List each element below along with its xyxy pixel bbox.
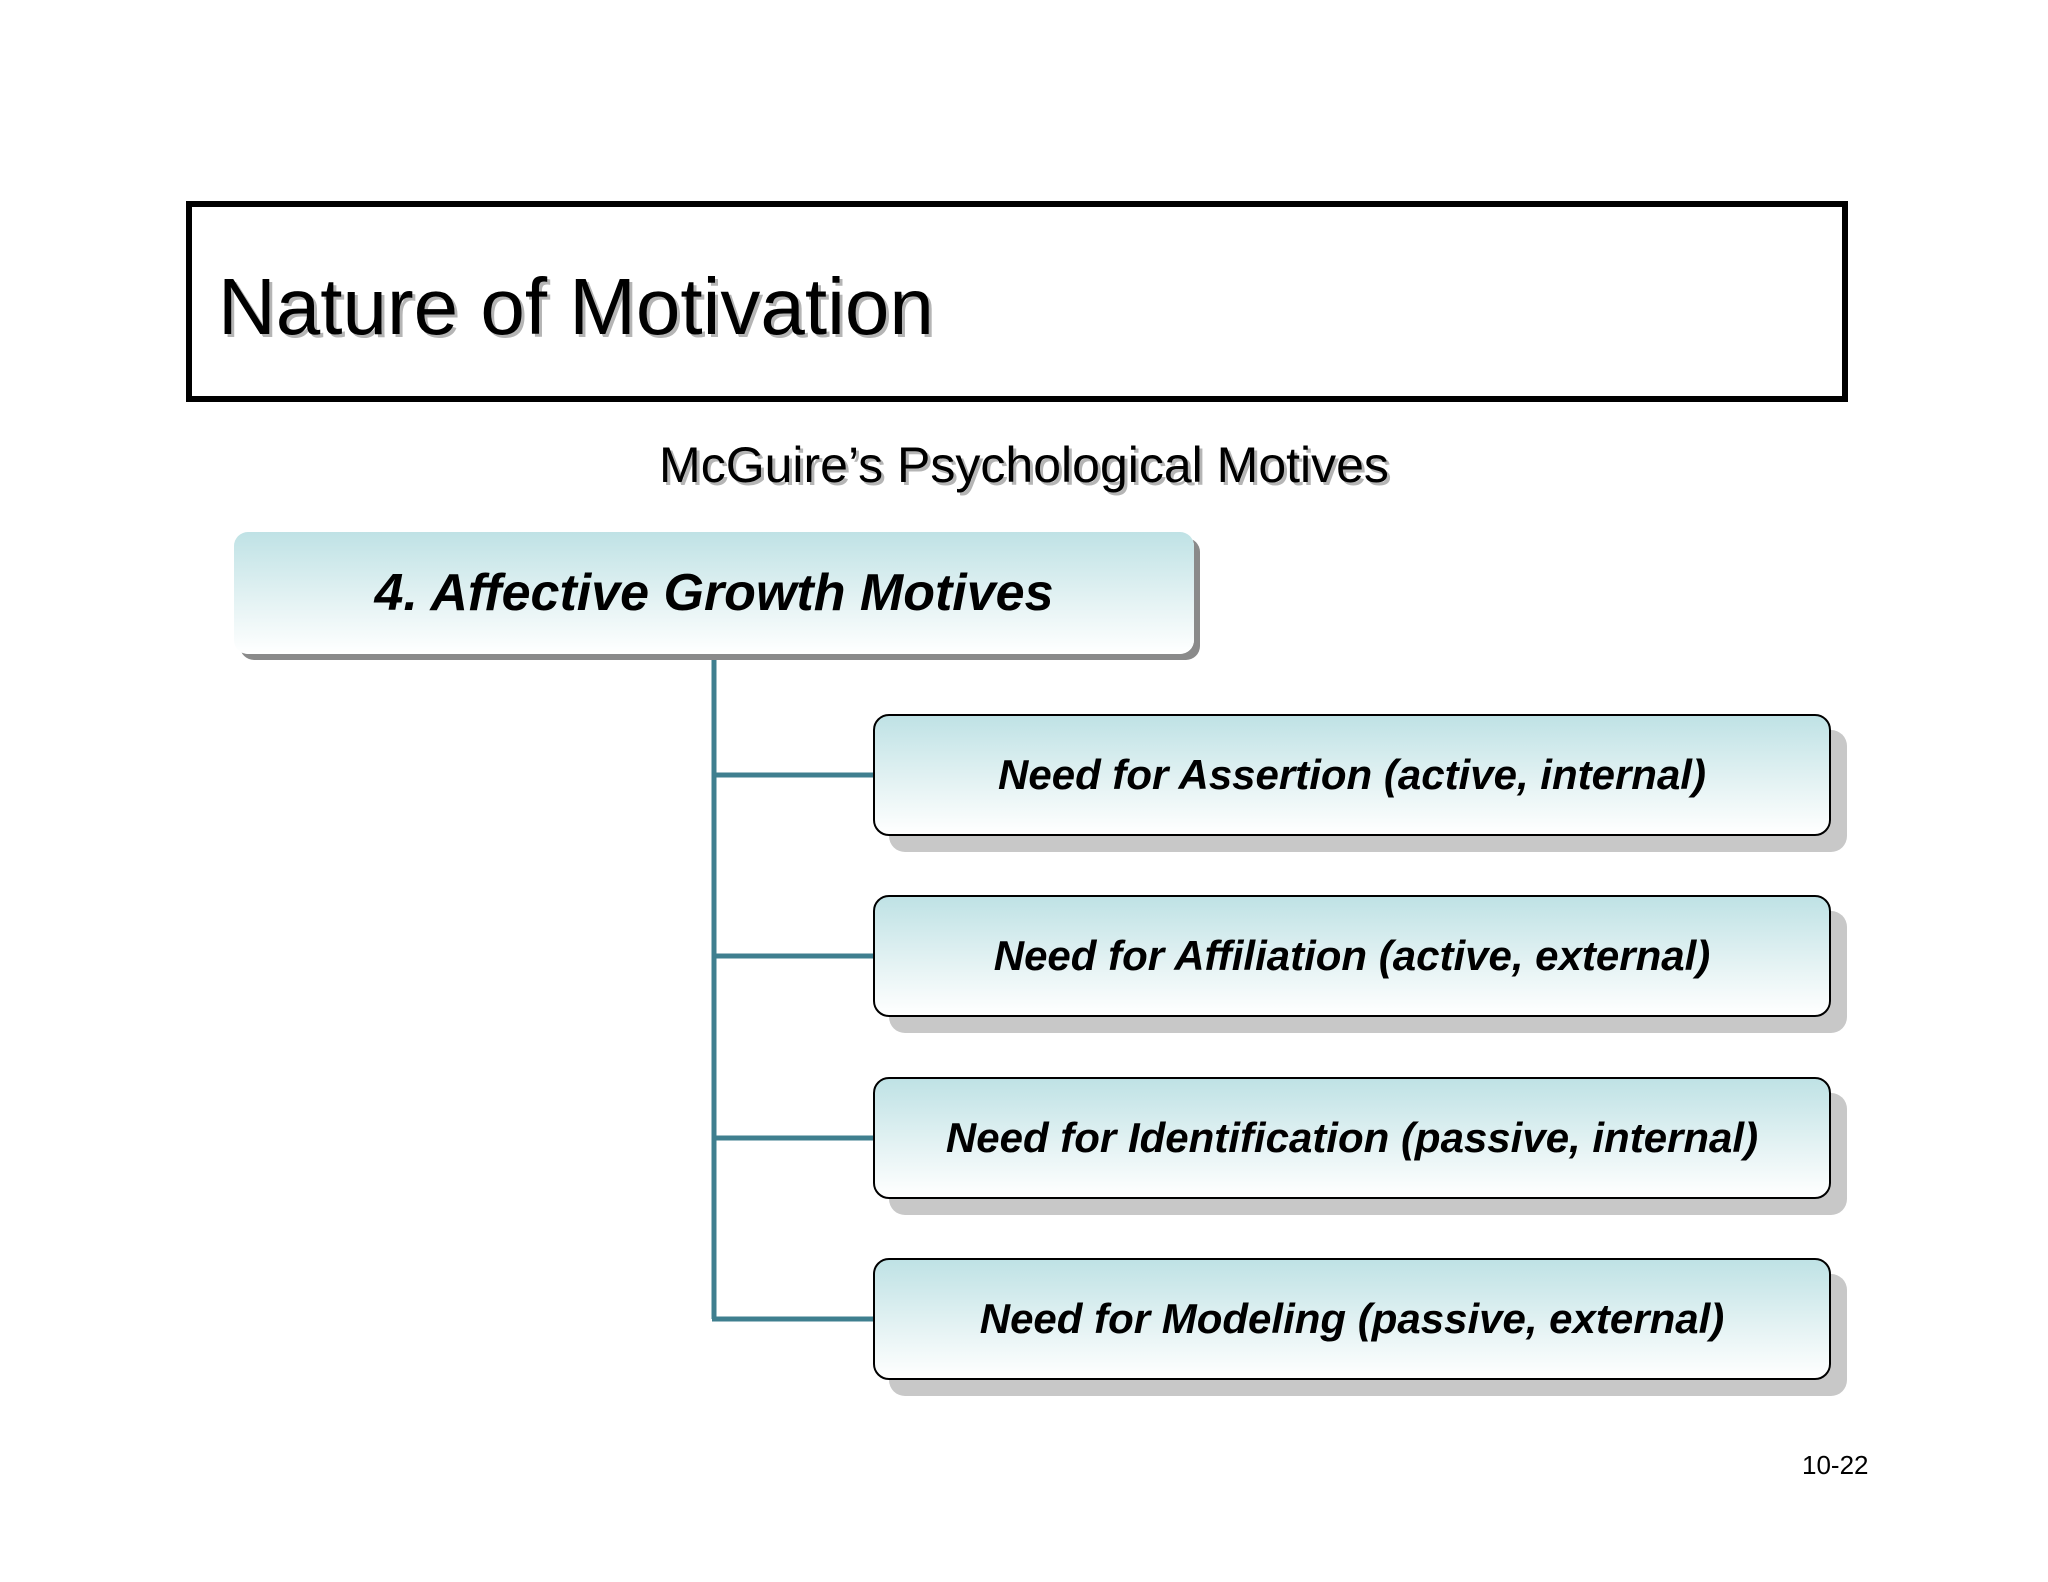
title-box: Nature of Motivation — [186, 201, 1848, 402]
slide-title: Nature of Motivation — [218, 262, 934, 351]
child-node-identification: Need for Identification (passive, intern… — [873, 1077, 1831, 1199]
child-node-assertion: Need for Assertion (active, internal) — [873, 714, 1831, 836]
child-node-modeling: Need for Modeling (passive, external) — [873, 1258, 1831, 1380]
page-number: 10-22 — [1802, 1450, 1869, 1480]
child-node-affiliation: Need for Affiliation (active, external) — [873, 895, 1831, 1017]
slide-subtitle: McGuire’s Psychological Motives — [659, 437, 1389, 493]
root-node: 4. Affective Growth Motives — [234, 532, 1194, 654]
